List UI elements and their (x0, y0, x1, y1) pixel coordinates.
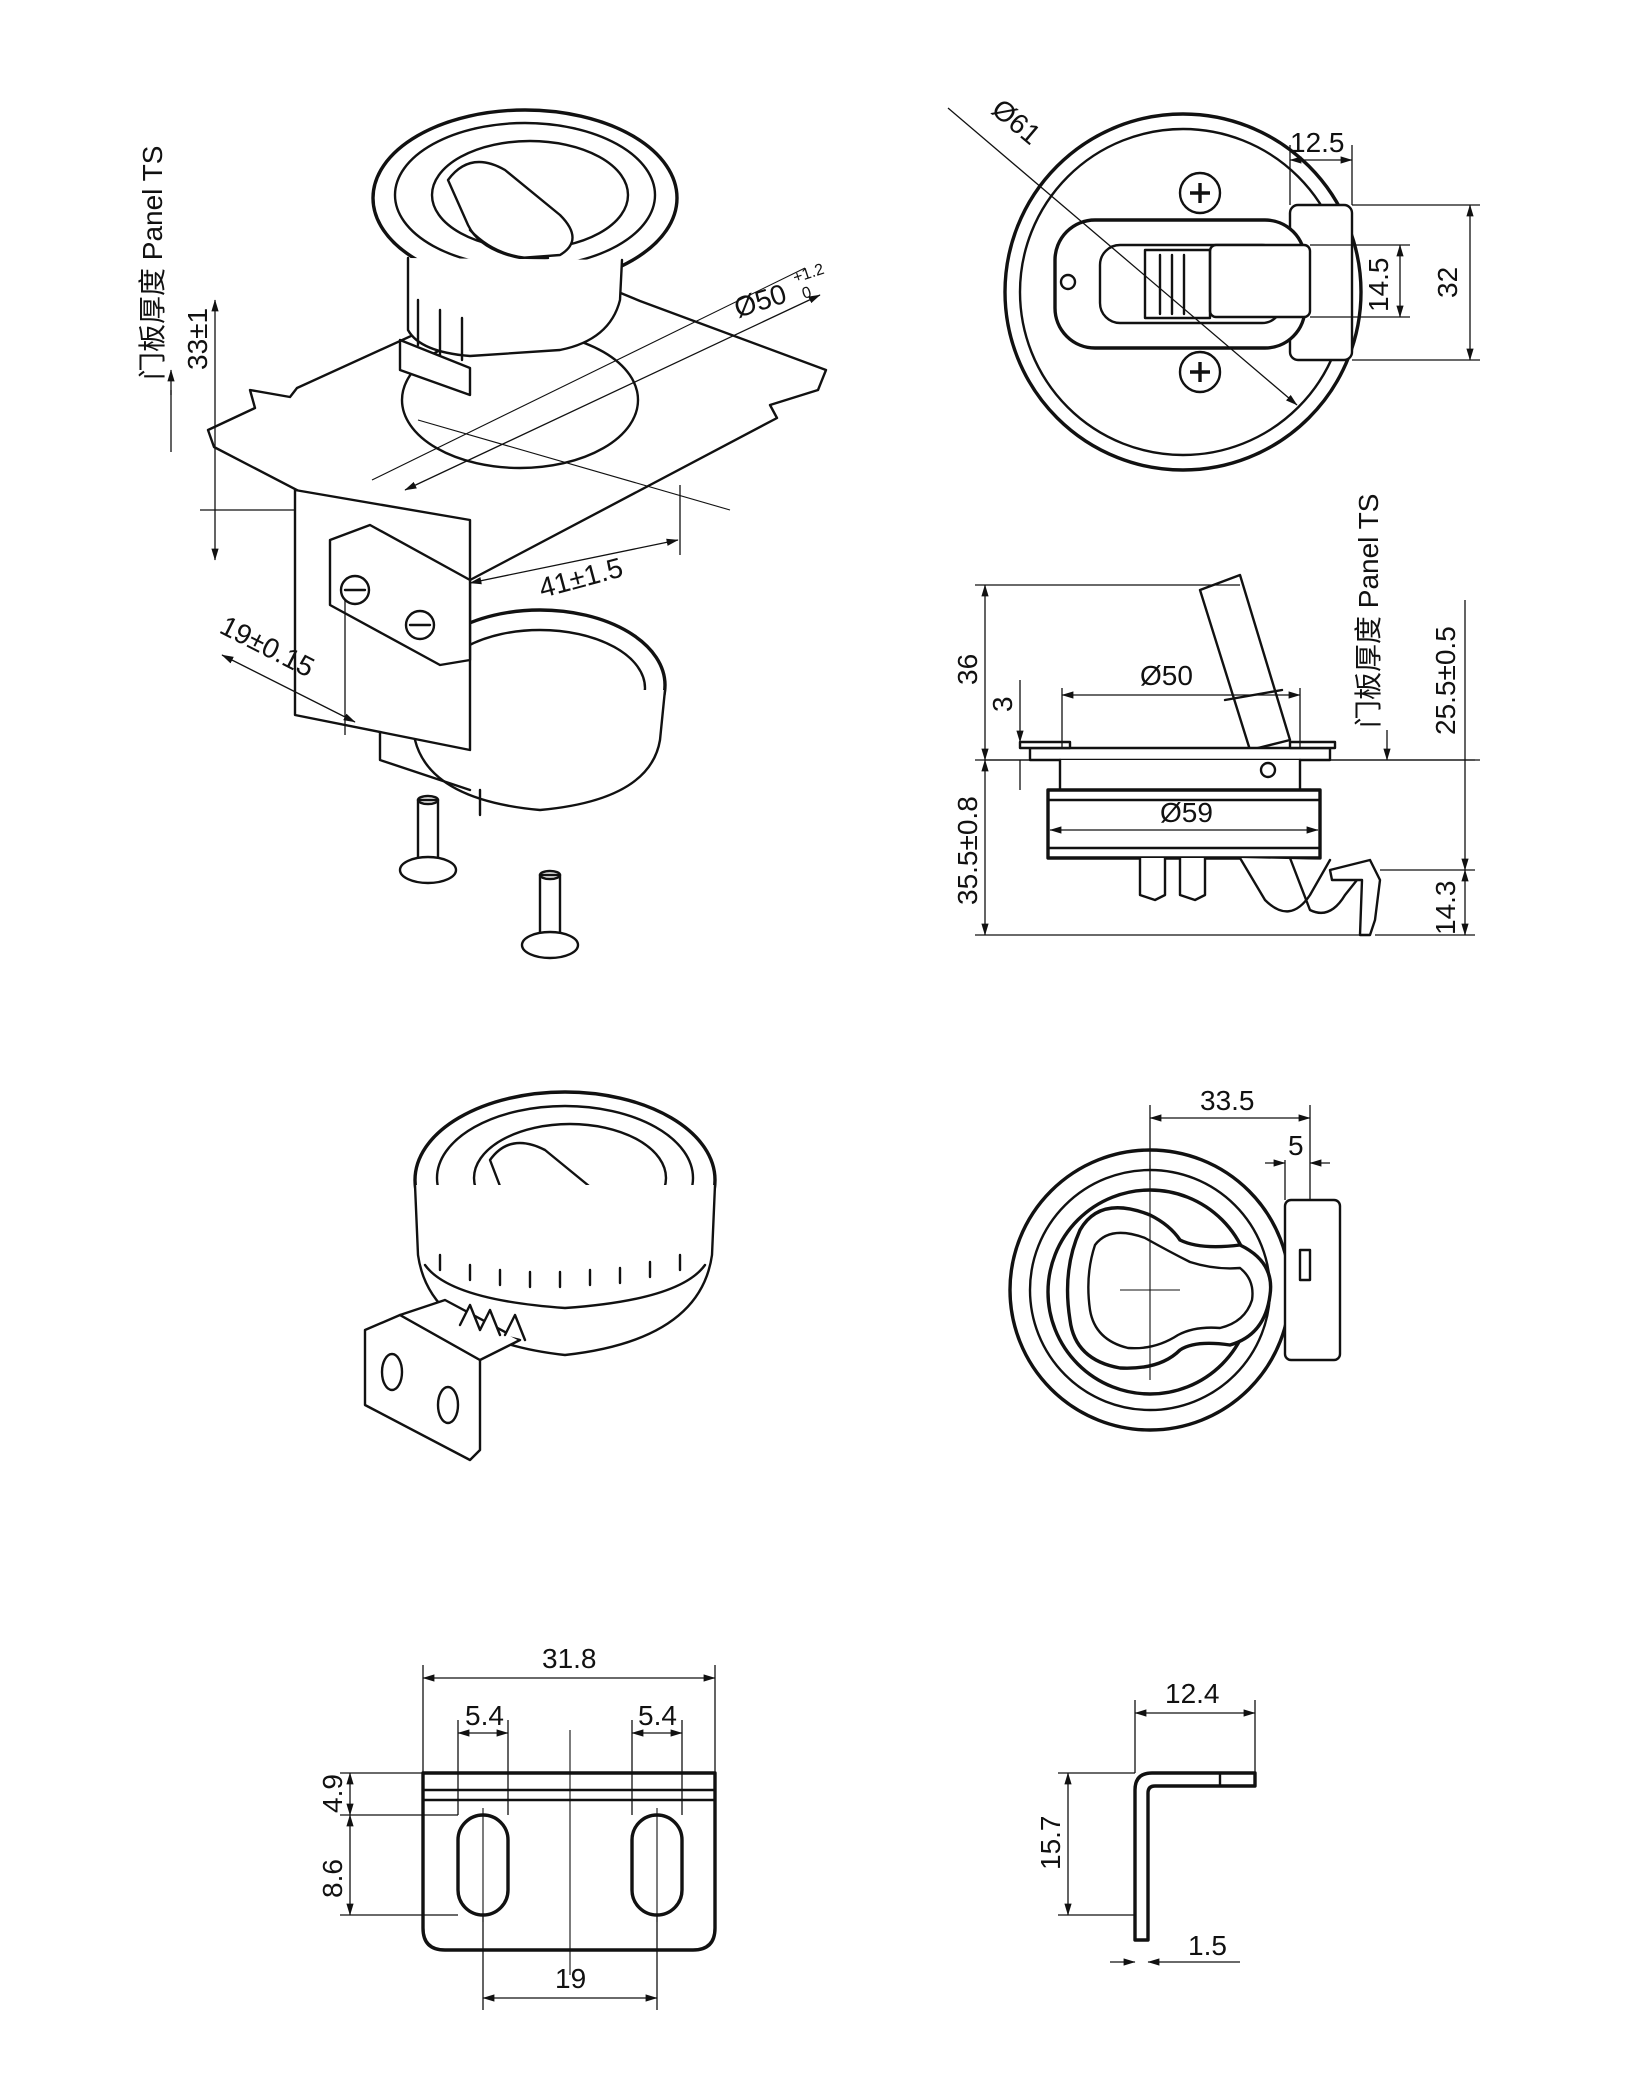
dim-50-line (404, 294, 821, 491)
bracket-l-profile (1133, 1771, 1257, 1942)
latch-handle-edge (468, 228, 550, 260)
side-flange-left-lip (1018, 740, 1072, 750)
dim-5-label: 5 (1288, 1130, 1304, 1161)
bracket-screw-block (328, 523, 472, 667)
side-handle-raised (1198, 573, 1292, 752)
top-screw-lower (1178, 350, 1222, 394)
dim-3-label: 3 (987, 696, 1018, 712)
dim-61-leader (947, 107, 1298, 406)
iso2-bracket-hole-2 (436, 1385, 460, 1425)
top-handle-lines (1158, 253, 1186, 316)
dim-355-label: 35.5±0.8 (952, 796, 983, 905)
latch-bottom-skirt (413, 688, 667, 812)
isometric-assembly-view: 门板厚度 Panel TS 33±1 Ø50 +1.2 0 41±1.5 19±… (137, 108, 828, 960)
front-handle-inner (1087, 1231, 1254, 1350)
top-handle (1143, 248, 1212, 320)
side-pivot-pin (1259, 761, 1277, 779)
bracket-side-view: 12.4 15.7 1.5 (1035, 1678, 1257, 1966)
iso2-bracket-flange (398, 1298, 522, 1362)
dim-59-label: Ø59 (1160, 797, 1213, 828)
iso2-ribs (438, 1253, 682, 1289)
top-screw-upper (1178, 171, 1222, 215)
dim-50-label: Ø50 (730, 278, 790, 324)
dim-50-side-label: Ø50 (1140, 660, 1193, 691)
dim-318-label: 31.8 (542, 1643, 597, 1674)
dim-41-line (469, 538, 679, 585)
dim-157-label: 15.7 (1035, 1816, 1066, 1871)
side-view: 36 3 Ø50 Ø59 门板厚度 Panel TS 25.5±0.5 35.5… (952, 494, 1480, 937)
rivet-2 (520, 869, 580, 960)
side-tooth-2 (1178, 856, 1207, 902)
side-body-ring (1046, 788, 1322, 860)
dim-19-line (221, 654, 356, 723)
iso2-bracket-hole-1 (380, 1352, 404, 1392)
front-bracket-tab (1283, 1198, 1342, 1362)
dim-36-label: 36 (952, 654, 983, 685)
side-panel-ts-label: 门板厚度 Panel TS (1353, 494, 1384, 728)
dim-32-label: 32 (1432, 267, 1463, 298)
dim-124-label: 12.4 (1165, 1678, 1220, 1709)
dim-255-label: 25.5±0.5 (1430, 626, 1461, 735)
dim-125-label: 12.5 (1290, 127, 1345, 158)
dim-335-label: 33.5 (1200, 1085, 1255, 1116)
side-pawl (1238, 856, 1332, 913)
front-bracket-slot (1298, 1248, 1312, 1282)
isometric-latch-view (363, 1090, 717, 1462)
iso2-body-line (423, 1263, 707, 1310)
top-view: Ø61 12.5 14.5 32 (947, 93, 1480, 472)
side-spring (1288, 856, 1367, 915)
dim-54a-label: 5.4 (465, 1700, 504, 1731)
dim-50-tol-lower: 0 (800, 284, 814, 303)
rivet-1 (398, 794, 458, 885)
dim-143-label: 14.3 (1430, 881, 1461, 936)
panel-ts-label: 门板厚度 Panel TS (137, 146, 168, 380)
dim-19b-label: 19 (555, 1963, 586, 1994)
dim-50-tol-upper: +1.2 (791, 261, 826, 287)
dim-145-label: 14.5 (1363, 258, 1394, 313)
dim-33-label: 33±1 (182, 308, 213, 370)
side-flange (1028, 746, 1332, 762)
top-pawl (1208, 243, 1312, 319)
side-flange-right-lip (1288, 740, 1337, 750)
front-view: 33.5 5 (1008, 1085, 1342, 1432)
dim-54b-label: 5.4 (638, 1700, 677, 1731)
iso2-bracket-teeth (458, 1303, 527, 1342)
dim-61-label: Ø61 (986, 93, 1046, 151)
dim-15-label: 1.5 (1188, 1930, 1227, 1961)
bracket-front-view: 31.8 5.4 5.4 4.9 8.6 19 (317, 1643, 717, 2010)
side-bracket (1328, 858, 1382, 937)
top-pivot-hole (1059, 273, 1077, 291)
dim-86-label: 8.6 (317, 1859, 348, 1898)
side-tooth-1 (1138, 856, 1167, 902)
dim-49-label: 4.9 (317, 1774, 348, 1813)
